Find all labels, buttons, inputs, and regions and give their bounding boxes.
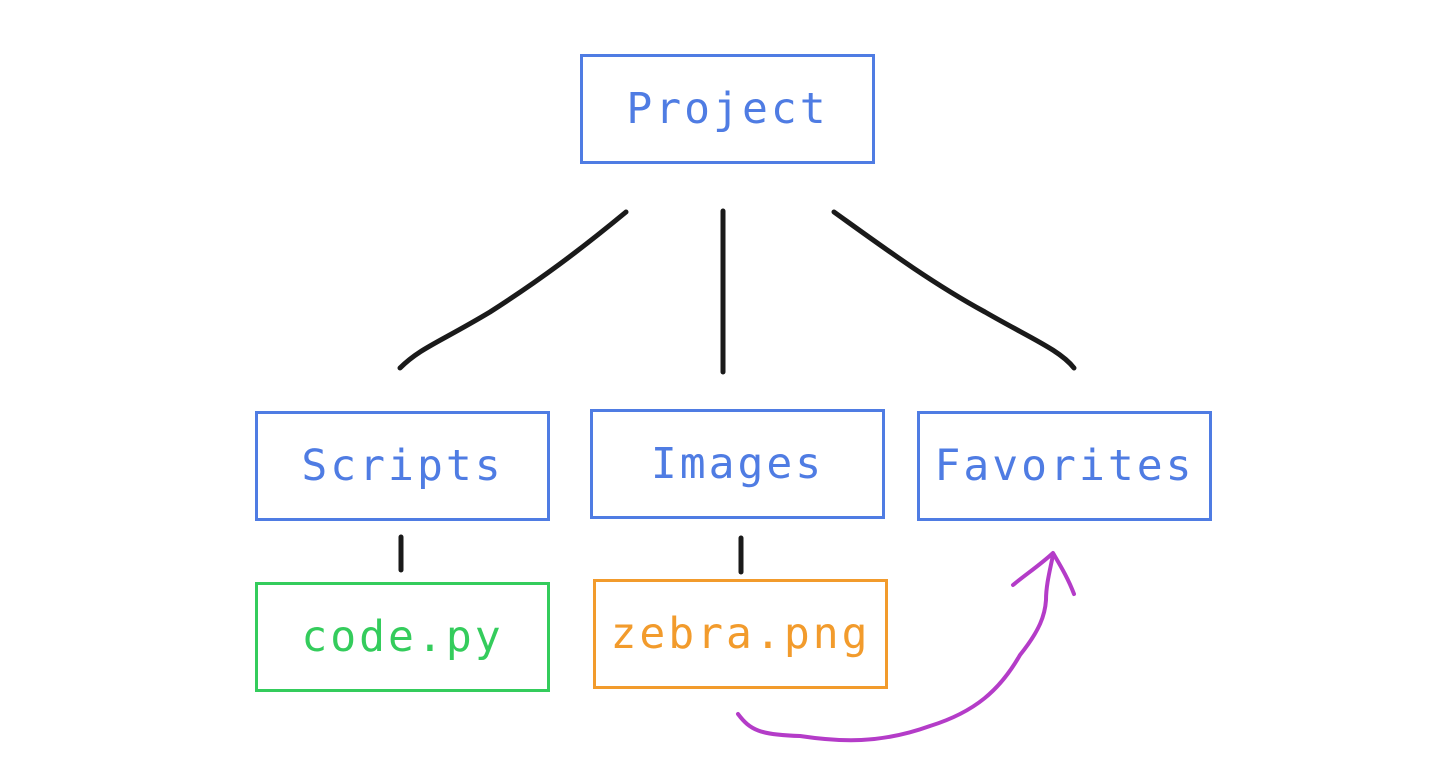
move-arrow <box>736 553 1055 743</box>
connector-project-favorites <box>831 209 1077 371</box>
folder-images-label: Images <box>650 439 825 489</box>
folder-favorites[interactable]: Favorites <box>917 411 1212 521</box>
file-zebra-png[interactable]: zebra.png <box>593 579 888 689</box>
move-arrow-head <box>1011 551 1076 596</box>
file-code-py[interactable]: code.py <box>255 582 550 692</box>
folder-project[interactable]: Project <box>580 54 875 164</box>
folder-images[interactable]: Images <box>590 409 885 519</box>
folder-scripts[interactable]: Scripts <box>255 411 550 521</box>
folder-project-label: Project <box>626 84 829 134</box>
connector-project-scripts <box>397 209 629 371</box>
file-zebra-png-label: zebra.png <box>610 609 871 659</box>
folder-favorites-label: Favorites <box>934 441 1195 491</box>
file-code-py-label: code.py <box>301 612 504 662</box>
folder-scripts-label: Scripts <box>301 441 504 491</box>
